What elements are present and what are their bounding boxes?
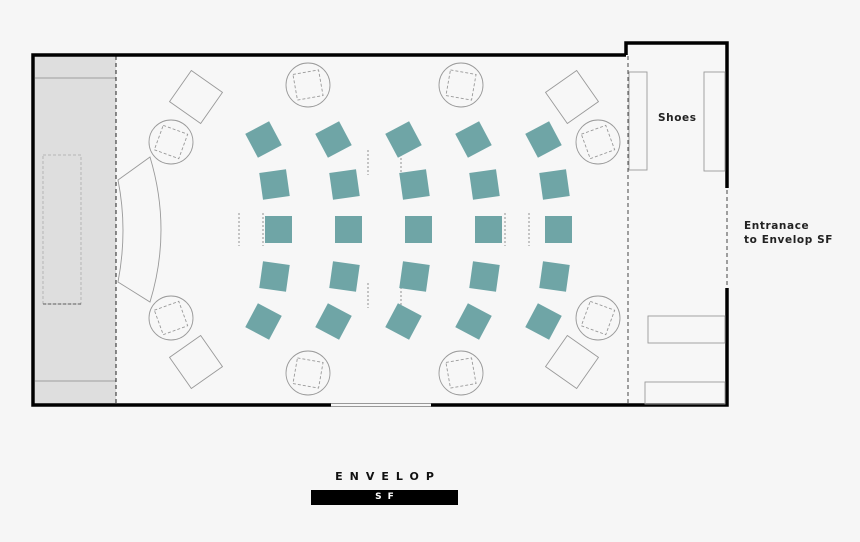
seats xyxy=(245,121,572,340)
speaker-icon xyxy=(148,295,194,341)
mixing-console xyxy=(117,156,162,303)
subwoofers xyxy=(168,69,600,390)
stage xyxy=(35,56,117,404)
speaker-icon xyxy=(438,350,484,396)
logo-bar: SF xyxy=(311,490,458,505)
bottom-door xyxy=(331,403,431,407)
speaker-icon xyxy=(575,119,621,165)
entrance-label: Entranace to Envelop SF xyxy=(744,219,833,247)
logo-wordmark: ENVELOP xyxy=(335,470,441,483)
entrance-label-line2: to Envelop SF xyxy=(744,234,834,246)
shoe-racks xyxy=(628,71,726,405)
walls xyxy=(31,41,729,407)
shoe-area-floor xyxy=(628,44,727,405)
speaker-icon xyxy=(148,119,194,165)
speaker-icon xyxy=(285,350,331,396)
speaker-icon xyxy=(575,295,621,341)
envelop-sf-logo: ENVELOP SF xyxy=(311,470,458,505)
stage-platform xyxy=(42,154,82,305)
speaker-icon xyxy=(285,62,331,108)
speakers xyxy=(148,62,621,396)
room-floor xyxy=(33,55,727,405)
entrance-label-line1: Entranace xyxy=(744,220,810,232)
shoes-label: Shoes xyxy=(658,112,697,124)
speaker-icon xyxy=(438,62,484,108)
